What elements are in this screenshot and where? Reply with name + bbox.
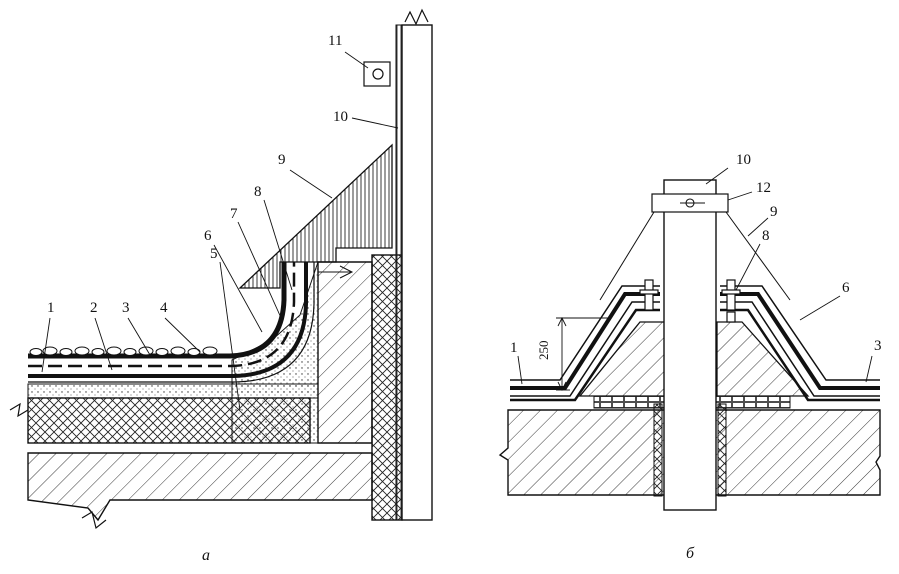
a-anchor-bracket	[363, 61, 391, 87]
a-label-8: 8	[254, 184, 262, 200]
a-label-6: 6	[204, 228, 212, 244]
b-mound-right	[716, 321, 810, 397]
b-leaders	[517, 167, 873, 385]
b-dimension-label: 250	[536, 341, 551, 361]
b-bolts	[639, 279, 741, 323]
b-sleeve-right	[717, 403, 727, 497]
a-anchor-bolt	[372, 68, 384, 80]
a-leaders	[41, 51, 399, 411]
a-membrane-inner	[28, 262, 308, 378]
b-label-12: 12	[756, 180, 771, 196]
a-label-11: 11	[328, 33, 342, 49]
a-flashing-apron	[238, 143, 393, 289]
a-label-10: 10	[333, 109, 348, 125]
diagram-b: 250 1 3 6 8 9 10 12 б	[498, 152, 882, 562]
a-label-2: 2	[90, 300, 98, 316]
a-parapet	[401, 24, 433, 521]
a-break-mark-bottom	[81, 511, 107, 530]
b-dimension	[556, 316, 610, 392]
a-parapet-lining	[395, 24, 403, 521]
a-label-9: 9	[278, 152, 286, 168]
a-label-7: 7	[230, 206, 238, 222]
b-mound-left	[578, 321, 666, 397]
b-pipe	[663, 179, 717, 511]
b-caption: б	[686, 545, 695, 562]
a-label-4: 4	[160, 300, 168, 316]
a-membrane-mid	[28, 262, 296, 368]
b-label-8: 8	[762, 228, 770, 244]
b-guy-lines	[599, 211, 791, 301]
a-parapet-break	[404, 8, 429, 26]
a-fastener	[318, 265, 354, 279]
a-label-5: 5	[210, 246, 218, 262]
a-gravel	[29, 346, 218, 356]
a-label-1: 1	[47, 300, 55, 316]
diagram-a: 1 2 3 4 5 6 7 8 9 10 11 a	[9, 8, 433, 564]
b-label-3: 3	[874, 338, 882, 354]
b-label-9: 9	[770, 204, 778, 220]
a-break-mark-left	[9, 402, 29, 418]
b-sleeve-left	[653, 403, 663, 497]
a-membrane-outer	[28, 262, 287, 359]
a-label-3: 3	[122, 300, 130, 316]
a-concrete-slab	[27, 452, 373, 522]
a-membrane-base	[28, 262, 315, 383]
b-label-6: 6	[842, 280, 850, 296]
b-label-1: 1	[510, 340, 518, 356]
b-label-10: 10	[736, 152, 751, 168]
a-wall-block	[317, 261, 373, 444]
a-caption: a	[202, 547, 210, 564]
